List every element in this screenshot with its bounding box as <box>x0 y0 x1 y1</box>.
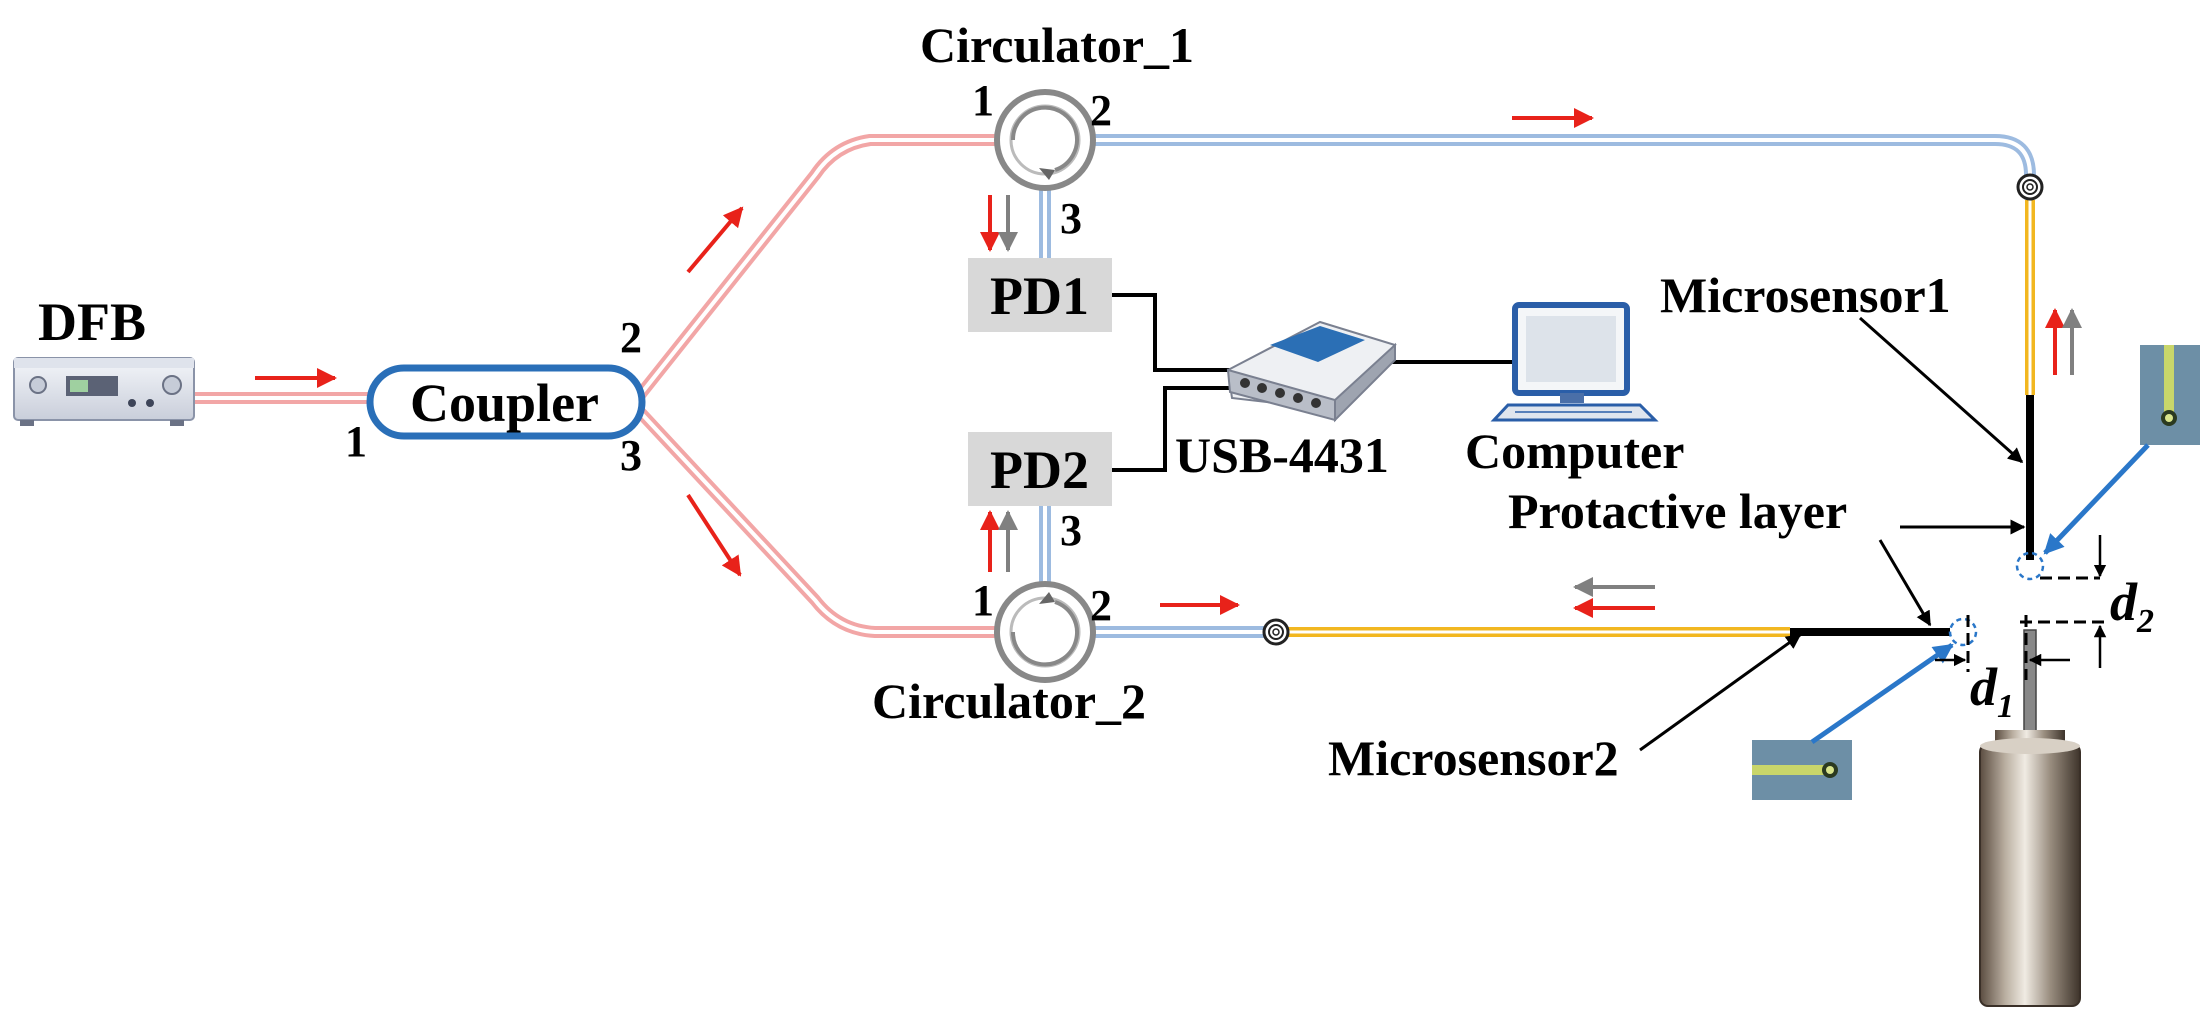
pd2-label: PD2 <box>990 440 1089 500</box>
circulator1-port-1: 1 <box>972 76 994 125</box>
circulator2-port-1: 1 <box>972 576 994 625</box>
circulator1-label: Circulator_1 <box>920 17 1194 73</box>
d2-label: d2 <box>2110 572 2154 640</box>
circulator1-port-3: 3 <box>1060 194 1082 243</box>
circulator2-label: Circulator_2 <box>872 673 1146 729</box>
protective-layer-pointer-2 <box>1878 539 1932 627</box>
fiber-spool-icon <box>2016 173 2044 201</box>
dfb-label: DFB <box>38 292 146 352</box>
protective-layer-label: Protactive layer <box>1508 483 1847 539</box>
fiber-circulator1-to-sensor1 <box>1095 134 2036 185</box>
fiber-spool-icon <box>1262 618 1290 646</box>
daq-device-icon <box>1226 320 1397 423</box>
cable-pd1-to-daq <box>1112 293 1240 372</box>
microsensor2-tip-marker <box>1948 617 1978 647</box>
microsensor1-pointer <box>1859 316 2024 464</box>
daq-label: USB-4431 <box>1175 427 1389 483</box>
cable-pd2-to-daq <box>1112 386 1240 472</box>
arrow-lower-branch <box>686 493 742 577</box>
circulator1-port-2: 2 <box>1090 86 1112 135</box>
coupler-port-3: 3 <box>620 431 642 480</box>
coupler-port-1: 1 <box>345 417 367 466</box>
dimension-d1 <box>1935 615 2070 680</box>
tip-micrograph-icon <box>1752 740 1852 800</box>
fiber-coupler-to-circulator2 <box>635 407 995 638</box>
microsensor2-pointer <box>1639 633 1802 752</box>
fiber-coupler-to-circulator1 <box>635 134 995 399</box>
pd2-box <box>968 432 1112 506</box>
computer-label: Computer <box>1465 423 1684 479</box>
pd1-box <box>968 258 1112 332</box>
laser-source-icon <box>13 357 195 426</box>
microsensor1-label: Microsensor1 <box>1660 267 1951 323</box>
microsensor2-label: Microsensor2 <box>1328 730 1619 786</box>
micrograph2-pointer <box>1810 642 1954 745</box>
circulator2-symbol <box>994 581 1096 683</box>
micrograph1-pointer <box>2043 443 2150 555</box>
d1-label: d1 <box>1970 657 2014 725</box>
pd1-label: PD1 <box>990 266 1089 326</box>
circulator2-port-3: 3 <box>1060 506 1082 555</box>
tip-micrograph-icon <box>2140 345 2200 445</box>
arrow-upper-branch <box>686 206 744 274</box>
piezo-actuator-icon <box>1979 629 2081 1007</box>
dimension-d2 <box>2020 535 2110 668</box>
coupler-port-2: 2 <box>620 313 642 362</box>
circulator2-port-2: 2 <box>1090 581 1112 630</box>
circulator1-symbol <box>994 89 1096 191</box>
computer-icon <box>1490 302 1659 422</box>
coupler-label: Coupler <box>410 373 599 433</box>
microsensor1-tip-marker <box>2015 551 2045 581</box>
coupler-box <box>366 364 646 440</box>
